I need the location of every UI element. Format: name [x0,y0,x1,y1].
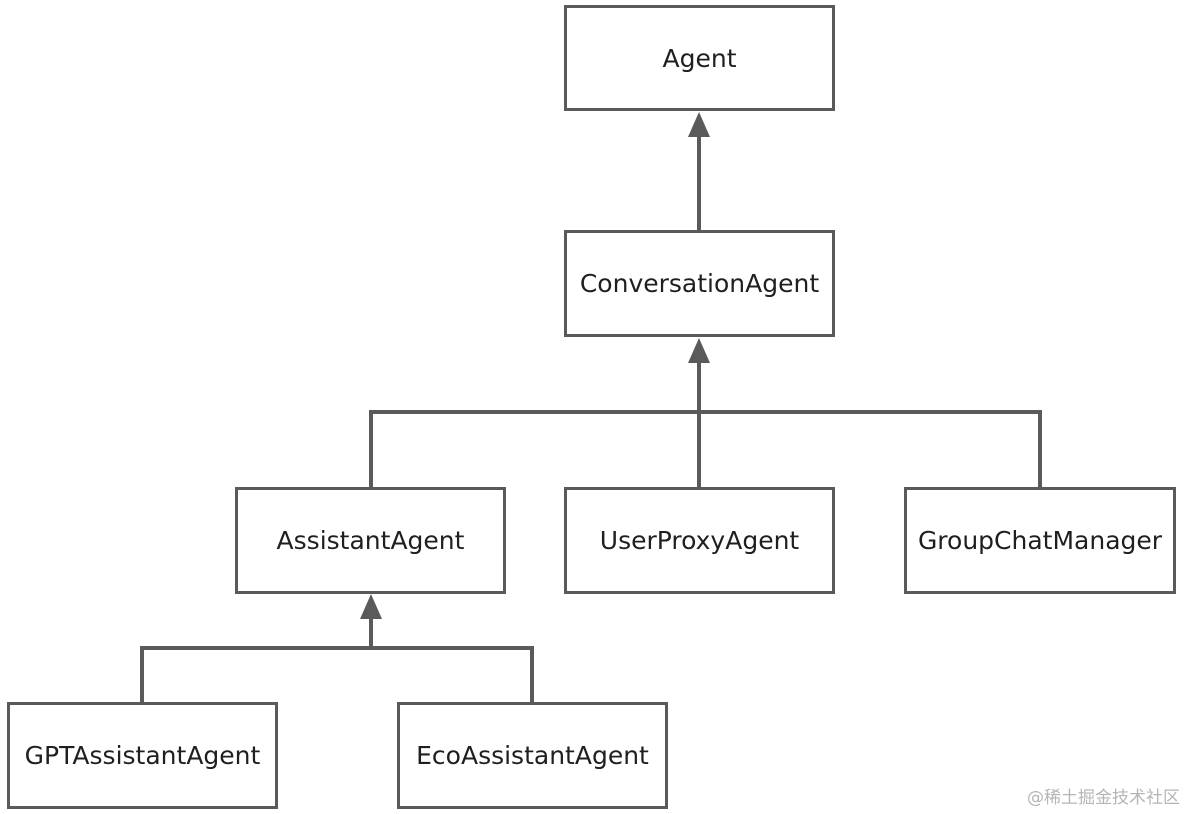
node-group-chat-manager: GroupChatManager [904,487,1176,594]
node-user-proxy-agent: UserProxyAgent [564,487,835,594]
node-assistant-agent: AssistantAgent [235,487,506,594]
arrowhead-conversation-agent [688,338,710,363]
node-eco-assistant-agent: EcoAssistantAgent [397,702,668,809]
node-label: GPTAssistantAgent [24,741,261,770]
arrowhead-assistant-agent [360,594,382,619]
node-gpt-assistant-agent: GPTAssistantAgent [7,702,278,809]
edge-eco-to-assistant [371,646,534,702]
node-label: Agent [662,43,737,73]
node-label: EcoAssistantAgent [416,741,649,770]
edge-assistant-to-conversation [369,410,699,487]
node-conversation-agent: ConversationAgent [564,230,835,337]
node-label: UserProxyAgent [599,526,800,555]
edge-gpt-to-assistant [140,646,371,702]
edge-groupchat-to-conversation [699,410,1042,487]
arrowhead-agent [688,112,710,137]
node-label: AssistantAgent [276,526,465,555]
node-label: GroupChatManager [917,526,1163,555]
watermark: @稀土掘金技术社区 [1027,788,1180,808]
node-label: ConversationAgent [579,269,820,298]
node-agent: Agent [564,5,835,111]
